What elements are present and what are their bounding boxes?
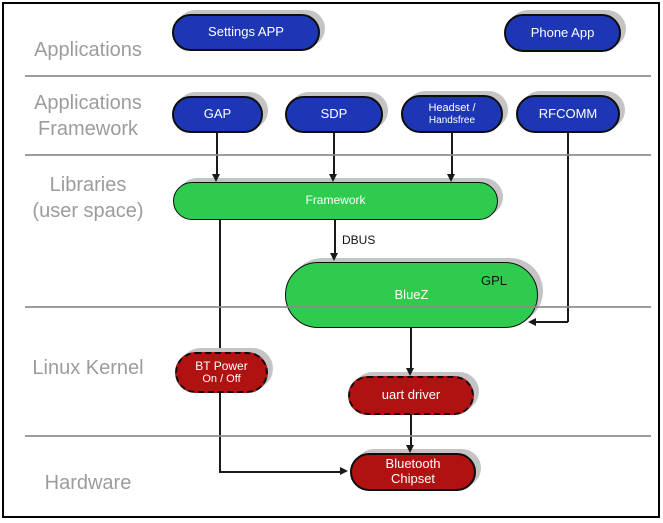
- arrowhead-down-icon: [212, 174, 220, 182]
- diagram-border: [2, 2, 660, 518]
- node-label: uart driver: [381, 387, 441, 403]
- layer-label-applications: Applications: [3, 37, 173, 63]
- node-sdp: SDP: [285, 96, 383, 133]
- node-phone-app: Phone App: [504, 14, 621, 52]
- arrowhead-right-icon: [340, 467, 348, 475]
- edge-gap-framework: [216, 133, 218, 174]
- edge-framework-bluez: [334, 220, 336, 253]
- layer-divider-4: [25, 435, 651, 437]
- node-label: BlueZ: [394, 286, 429, 302]
- layer-label-linux-kernel: Linux Kernel: [3, 355, 173, 381]
- node-label: Phone App: [530, 24, 595, 40]
- layer-label-text: (user space): [32, 200, 144, 222]
- node-label: Handsfree: [428, 114, 476, 126]
- edge-rfcomm-bluez-horizontal: [536, 321, 568, 323]
- node-label: Chipset: [390, 471, 436, 486]
- edge-rfcomm-bluez-vertical: [567, 132, 569, 322]
- layer-label-hardware: Hardware: [3, 470, 173, 496]
- node-label: BT Power: [195, 358, 248, 373]
- layer-label-text: Applications: [34, 92, 142, 114]
- layer-label-libraries: Libraries (user space): [3, 172, 173, 224]
- node-bluetooth-chipset: Bluetooth Chipset: [350, 453, 476, 491]
- arrowhead-left-icon: [528, 318, 536, 326]
- node-label: On / Off: [202, 373, 241, 386]
- edge-uart-chipset: [410, 414, 412, 445]
- node-headset-handsfree: Headset / Handsfree: [401, 95, 503, 133]
- layer-label-text: Libraries: [49, 174, 127, 196]
- node-bluez: GPL BlueZ: [285, 262, 538, 328]
- node-framework: Framework: [173, 182, 498, 220]
- node-label: SDP: [320, 106, 348, 122]
- arrowhead-down-icon: [330, 253, 338, 261]
- layer-label-text: Linux Kernel: [32, 357, 144, 379]
- arrowhead-down-icon: [406, 445, 414, 453]
- edge-sdp-framework: [333, 133, 335, 174]
- layer-divider-3: [25, 306, 651, 308]
- arrowhead-down-icon: [447, 174, 455, 182]
- node-label: Bluetooth: [385, 456, 441, 472]
- node-settings-app: Settings APP: [172, 14, 320, 51]
- layer-divider-1: [25, 75, 651, 77]
- node-bt-power: BT Power On / Off: [175, 352, 268, 393]
- edge-bluez-uart: [410, 328, 412, 369]
- node-label: RFCOMM: [538, 105, 598, 121]
- layer-label-text: Applications: [34, 39, 142, 61]
- layer-label-applications-framework: Applications Framework: [3, 90, 173, 142]
- edge-headset-framework: [451, 132, 453, 174]
- layer-label-text: Hardware: [44, 472, 132, 494]
- node-label: Framework: [305, 193, 366, 208]
- dbus-edge-label: DBUS: [342, 233, 376, 247]
- arrowhead-down-icon: [406, 368, 414, 376]
- arrowhead-down-icon: [329, 174, 337, 182]
- node-label: Headset /: [428, 102, 476, 115]
- edge-framework-chipset-vertical: [219, 220, 221, 472]
- layer-label-text: Framework: [37, 118, 138, 140]
- layer-divider-2: [25, 154, 651, 156]
- node-uart-driver: uart driver: [348, 376, 474, 415]
- edge-framework-chipset-horizontal: [219, 471, 340, 473]
- node-label: Settings APP: [208, 24, 284, 40]
- node-label: GAP: [203, 106, 232, 122]
- gpl-badge: GPL: [480, 273, 507, 288]
- node-gap: GAP: [172, 96, 263, 133]
- node-rfcomm: RFCOMM: [516, 95, 620, 133]
